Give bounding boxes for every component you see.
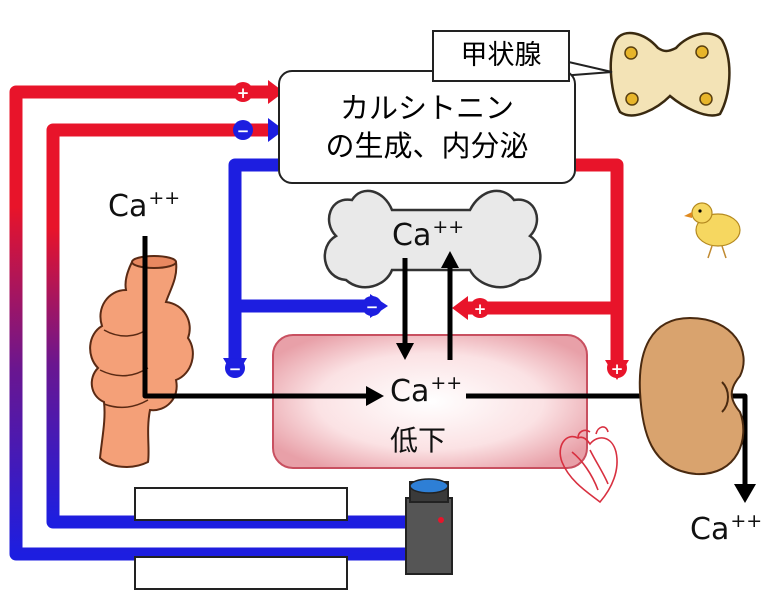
svg-text:+: + — [237, 84, 250, 102]
calcium-flow-arrows — [142, 236, 756, 503]
svg-text:+: + — [611, 360, 624, 378]
kidney-icon — [638, 316, 745, 476]
chick-icon — [684, 202, 741, 259]
intestine-calcium-label: Ca++ — [108, 187, 181, 224]
intestine-icon — [89, 255, 194, 468]
sign-badges: + − − + − + — [225, 82, 627, 378]
calcium-status-label: 低下 — [390, 424, 447, 457]
minus-sign: − — [233, 120, 253, 140]
calcitonin-line1: カルシトニン — [339, 91, 514, 125]
svg-text:+: + — [474, 300, 487, 318]
heart-icon — [559, 426, 618, 504]
plus-sign: + — [233, 82, 253, 102]
minus-sign: − — [362, 296, 382, 316]
svg-text:−: − — [229, 360, 242, 378]
bone-calcium-label: Ca++ — [392, 216, 465, 253]
plus-sign: + — [607, 358, 627, 378]
calcitonin-line2: の生成、内分泌 — [325, 129, 529, 163]
minus-sign: − — [225, 358, 245, 378]
outer-feedback-path — [9, 80, 415, 561]
blank-label-box — [134, 487, 348, 521]
thyroid-icon — [609, 31, 731, 117]
sensor-device-icon — [405, 478, 453, 575]
thyroid-label: 甲状腺 — [432, 30, 570, 82]
bone-icon — [323, 189, 542, 289]
plus-sign: + — [470, 298, 490, 318]
svg-text:−: − — [366, 298, 379, 316]
blood-compartment — [272, 334, 588, 469]
svg-text:−: − — [237, 122, 250, 140]
blood-calcium-label: Ca++ — [390, 372, 463, 409]
blank-label-box — [134, 556, 348, 590]
urine-calcium-label: Ca++ — [690, 510, 763, 547]
calcitonin-box: カルシトニン の生成、内分泌 — [278, 70, 576, 184]
